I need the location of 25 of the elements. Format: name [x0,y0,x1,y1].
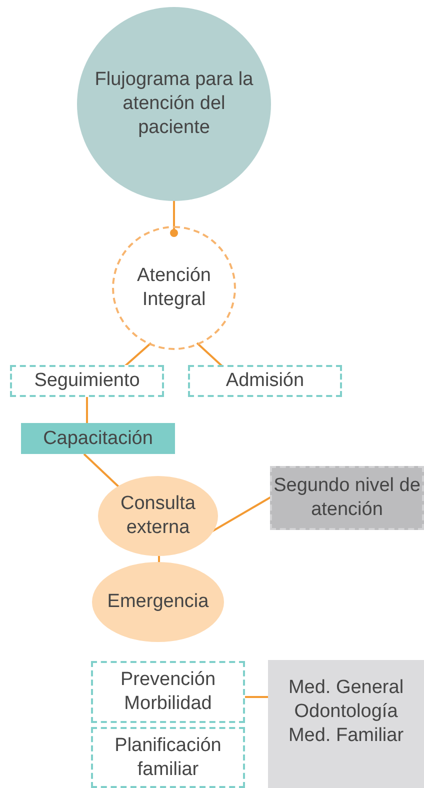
connector-line [124,342,152,367]
node-label: Segundo nivel de atención [272,474,422,522]
node-label: Planificación familiar [114,734,222,782]
node-label: Med. General Odontología Med. Familiar [287,676,405,748]
process-box [270,466,424,530]
process-box [21,423,175,454]
dashed-box-node [10,365,164,397]
process-box [268,660,424,788]
dashed-box-node [91,727,245,788]
node-label: Capacitación [43,426,153,450]
connector-line [196,342,223,367]
connector-line [86,397,88,423]
node-label: Consulta externa [120,492,196,540]
node-label: Atención Integral [136,264,212,312]
node-label: Flujograma para la atención del paciente [94,68,254,140]
node-label: Admisión [226,369,304,393]
node-label: Emergencia [107,590,209,614]
connector-line [245,696,268,698]
dashed-circle-node [112,226,236,350]
node-label: Seguimiento [34,369,140,393]
dashed-box-node [188,365,342,397]
dashed-box-node [91,661,245,723]
connector-line [83,453,121,489]
node-label: Prevención Morbilidad [119,668,217,716]
connector-line [170,201,178,237]
